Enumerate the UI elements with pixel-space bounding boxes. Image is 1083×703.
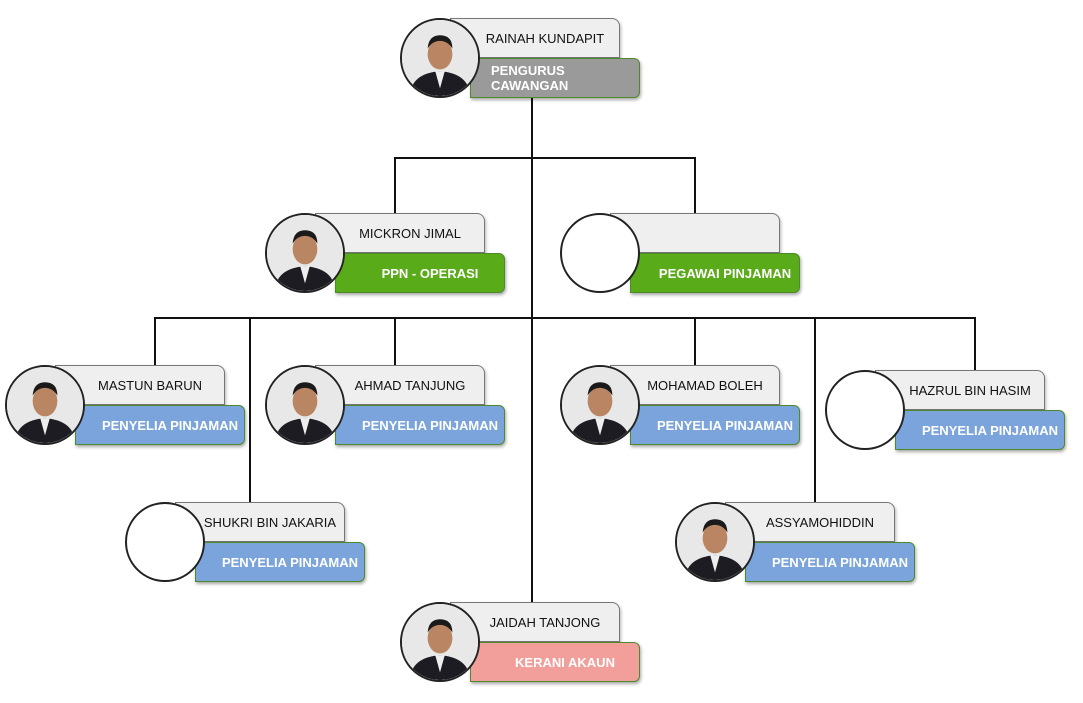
job-title: PPN - OPERASI [335,253,505,293]
avatar-photo [400,18,480,98]
job-title: PENYELIA PINJAMAN [75,405,245,445]
connector [694,157,696,215]
avatar-photo [265,365,345,445]
connector [394,157,696,159]
connector [974,317,976,372]
connector [154,317,156,367]
avatar-photo [400,602,480,682]
job-title: PENYELIA PINJAMAN [195,542,365,582]
org-card-assyamohiddin[interactable]: ASSYAMOHIDDIN PENYELIA PINJAMAN [675,502,925,586]
org-card-hazrul[interactable]: HAZRUL BIN HASIM PENYELIA PINJAMAN [825,370,1075,454]
job-title: PENYELIA PINJAMAN [895,410,1065,450]
org-card-mastun[interactable]: MASTUN BARUN PENYELIA PINJAMAN [5,365,255,449]
job-title: KERANI AKAUN [470,642,640,682]
org-card-shukri[interactable]: SHUKRI BIN JAKARIA PENYELIA PINJAMAN [125,502,375,586]
connector [814,317,816,503]
empty-avatar [825,370,905,450]
connector [154,317,976,319]
connector [694,317,696,367]
empty-avatar [125,502,205,582]
org-card-mohamad[interactable]: MOHAMAD BOLEH PENYELIA PINJAMAN [560,365,810,449]
org-card-mickron[interactable]: MICKRON JIMAL PPN - OPERASI [265,213,515,297]
connector [249,317,251,503]
empty-avatar [560,213,640,293]
job-title: PENYELIA PINJAMAN [630,405,800,445]
connector [394,317,396,367]
org-card-jaidah[interactable]: JAIDAH TANJONG KERANI AKAUN [400,602,650,686]
org-card-ahmad[interactable]: AHMAD TANJUNG PENYELIA PINJAMAN [265,365,515,449]
person-name: HAZRUL BIN HASIM [875,370,1045,410]
job-title: PENYELIA PINJAMAN [335,405,505,445]
org-card-pegawai[interactable]: PEGAWAI PINJAMAN [560,213,810,297]
avatar-photo [675,502,755,582]
job-title: PEGAWAI PINJAMAN [630,253,800,293]
connector [394,157,396,215]
avatar-photo [560,365,640,445]
org-card-rainah[interactable]: RAINAH KUNDAPIT PENGURUS CAWANGAN [400,18,650,102]
avatar-photo [5,365,85,445]
avatar-photo [265,213,345,293]
job-title: PENGURUS CAWANGAN [470,58,640,98]
connector [531,98,533,602]
job-title: PENYELIA PINJAMAN [745,542,915,582]
